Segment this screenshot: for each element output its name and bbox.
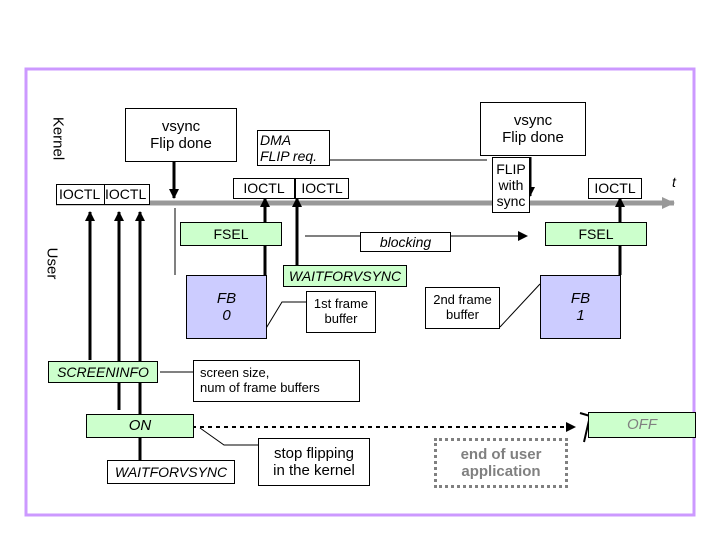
kernel-label: Kernel (49, 116, 67, 161)
stop-flipping-box: stop flipping in the kernel (258, 438, 370, 486)
fb0-box: FB 0 (186, 275, 267, 339)
ioctl-box-1: IOCTL (56, 184, 106, 205)
user-label: User (43, 247, 61, 280)
time-axis-label: t (672, 174, 676, 190)
fb1-box: FB 1 (540, 275, 621, 339)
diagram-frame (24, 67, 696, 517)
screen-size-box: screen size, num of frame buffers (193, 360, 360, 402)
vsync-flip-done-box-1: vsync Flip done (125, 108, 237, 162)
vsync-flip-done-box-2: vsync Flip done (480, 102, 586, 156)
waitforvsync-box-1: WAITFORVSYNC (283, 265, 407, 287)
first-frame-buffer-box: 1st frame buffer (306, 291, 376, 333)
waitforvsync-box-2: WAITFORVSYNC (107, 460, 235, 484)
ioctl-box-2: IOCTL (104, 184, 150, 205)
callout-2nd-frame (499, 283, 541, 328)
off-box: OFF (588, 412, 696, 438)
second-frame-buffer-box: 2nd frame buffer (425, 287, 500, 329)
blocking-label: blocking (360, 232, 451, 252)
screeninfo-box: SCREENINFO (48, 361, 158, 383)
dma-flip-req-box: DMA FLIP req. (257, 130, 330, 166)
fsel-box-2: FSEL (545, 222, 647, 246)
flip-with-sync-box: FLIP with sync (492, 157, 530, 213)
ioctl-box-5: IOCTL (588, 178, 642, 199)
on-box: ON (86, 414, 194, 438)
ioctl-box-3: IOCTL (233, 178, 295, 199)
ioctl-box-4: IOCTL (295, 178, 349, 199)
callout-stop-flipping (199, 427, 258, 446)
callout-1st-frame (264, 301, 306, 331)
fsel-box-1: FSEL (180, 222, 282, 246)
end-of-user-app-box: end of user application (434, 438, 568, 488)
